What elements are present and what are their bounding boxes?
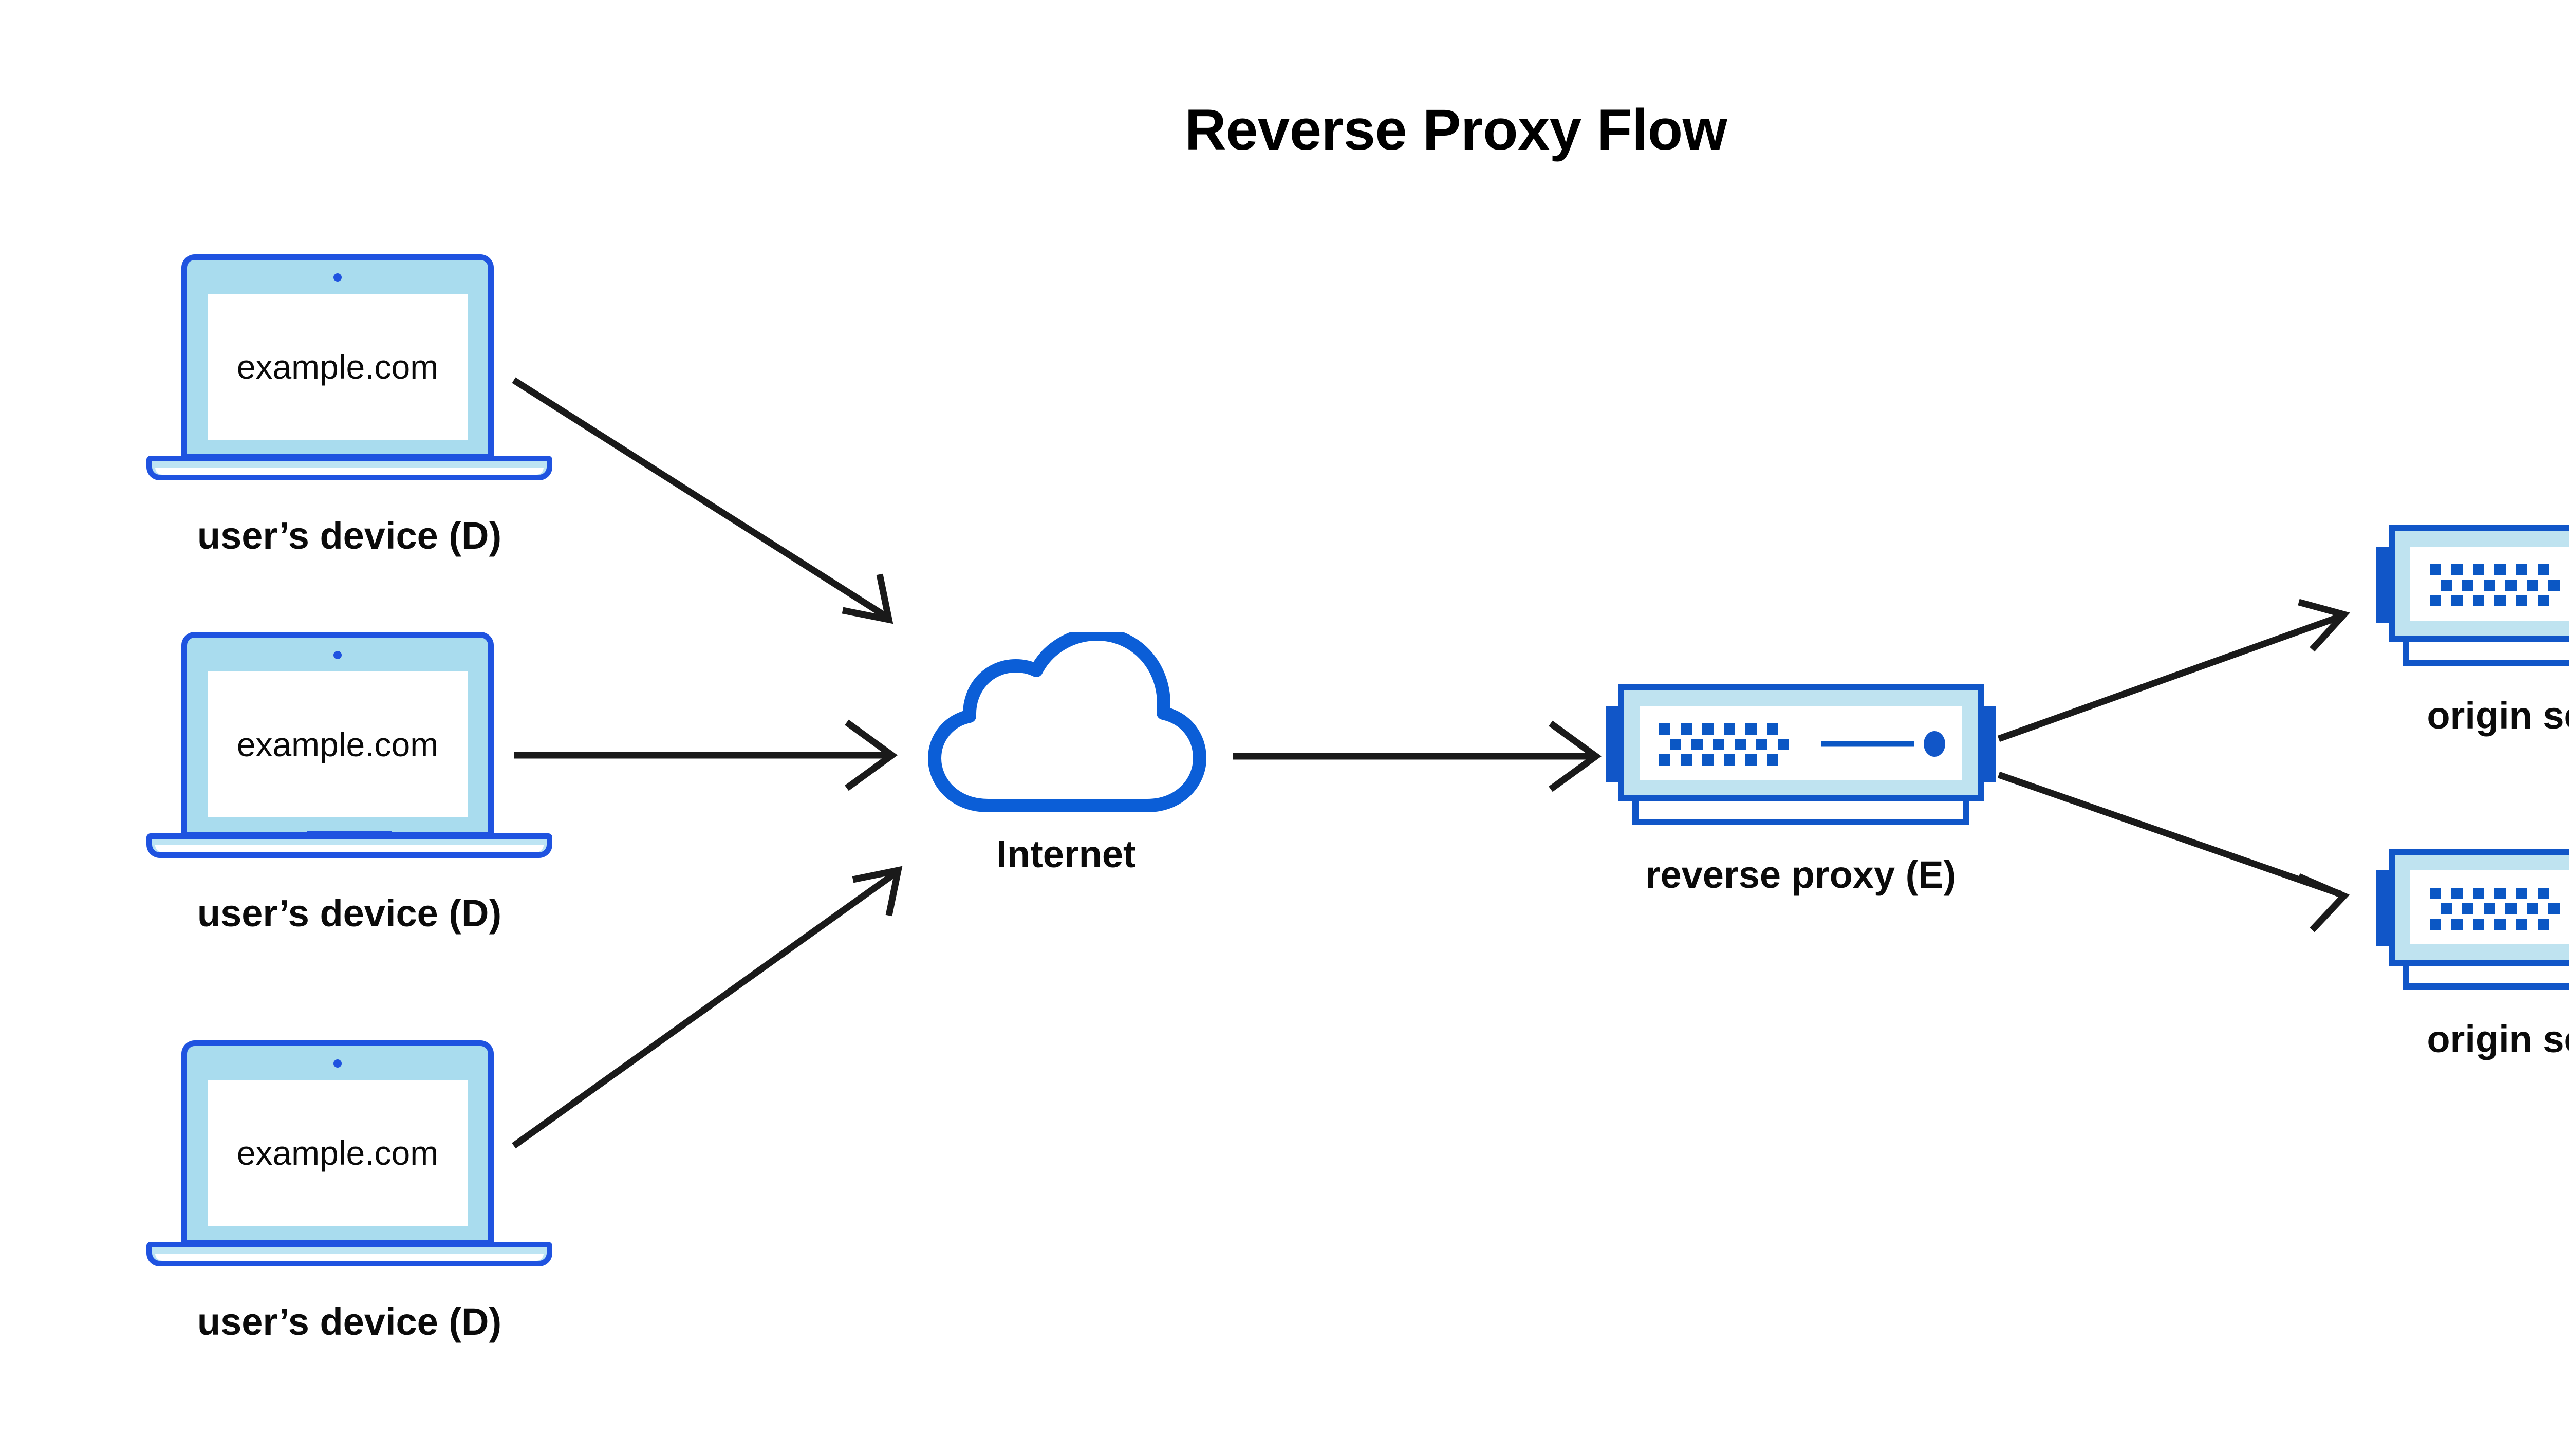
- laptop-base: [146, 833, 552, 858]
- browser-url-text: example.com: [236, 348, 439, 386]
- laptop-lid: example.com: [181, 254, 494, 460]
- laptop-icon: example.com: [146, 1040, 552, 1282]
- edge-device1-to-internet: [512, 377, 893, 624]
- node-caption: user’s device (D): [197, 892, 502, 935]
- laptop-screen: example.com: [208, 294, 468, 440]
- webcam-icon: [333, 1059, 342, 1068]
- laptop-base-shadow: [155, 468, 544, 475]
- node-caption: Internet: [996, 833, 1136, 875]
- laptop-base: [146, 456, 552, 480]
- browser-url-text: example.com: [236, 725, 439, 763]
- laptop-screen: example.com: [208, 1080, 468, 1226]
- edge-device3-to-internet: [512, 866, 903, 1149]
- edge-reverse-proxy-to-origin1: [1997, 599, 2350, 742]
- webcam-icon: [333, 273, 342, 282]
- webcam-icon: [333, 651, 342, 659]
- cloud-icon: [922, 632, 1210, 817]
- server-icon: [2376, 519, 2569, 678]
- laptop-icon: example.com: [146, 632, 552, 873]
- laptop-icon: example.com: [146, 254, 552, 496]
- laptop-lid: example.com: [181, 632, 494, 837]
- browser-url-text: example.com: [236, 1134, 439, 1172]
- edge-internet-to-reverse-proxy: [1233, 720, 1602, 792]
- node-caption: origin server (F): [2427, 1018, 2569, 1060]
- node-caption: user’s device (D): [197, 1300, 502, 1343]
- server-icon: [2376, 843, 2569, 1002]
- laptop-screen: example.com: [208, 671, 468, 817]
- node-caption: origin server (F): [2427, 694, 2569, 737]
- edge-device2-to-internet: [514, 719, 898, 791]
- laptop-lid: example.com: [181, 1040, 494, 1246]
- edge-reverse-proxy-to-origin2: [1997, 771, 2350, 932]
- page-title: Reverse Proxy Flow: [1184, 98, 1727, 162]
- node-caption: reverse proxy (E): [1645, 853, 1957, 896]
- laptop-base: [146, 1242, 552, 1266]
- node-caption: user’s device (D): [197, 514, 502, 557]
- server-icon: [1606, 678, 1996, 837]
- laptop-base-shadow: [155, 845, 544, 852]
- laptop-base-shadow: [155, 1254, 544, 1261]
